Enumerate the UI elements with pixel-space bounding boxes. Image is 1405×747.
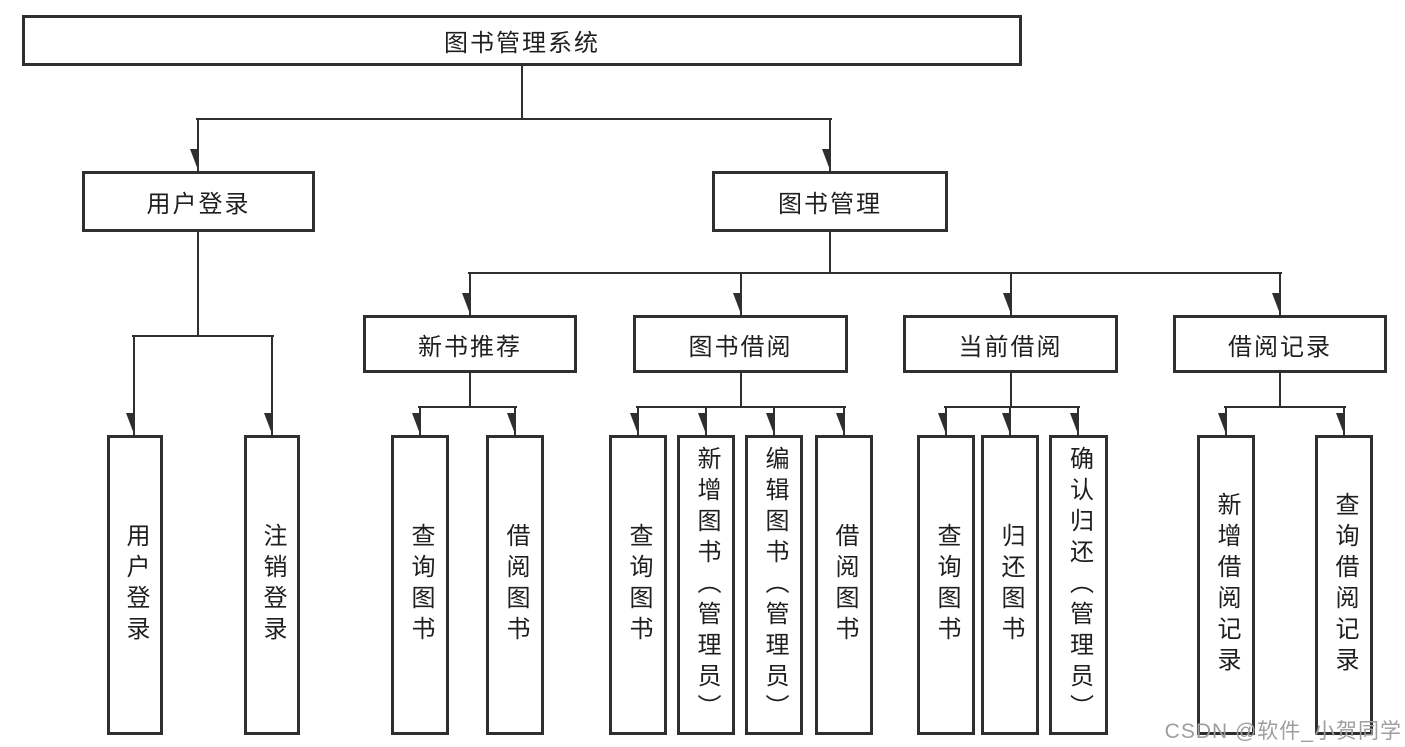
leaf-label: 确认归还（管理员）	[1065, 445, 1093, 725]
leaf-label: 查询借阅记录	[1331, 492, 1358, 678]
node-root: 图书管理系统	[22, 15, 1022, 66]
leaf-query-books-current: 查询图书	[917, 435, 975, 735]
leaf-edit-books-admin: 编辑图书（管理员）	[745, 435, 803, 735]
leaf-user-login-label: 用户登录	[122, 523, 149, 647]
leaf-label: 查询图书	[933, 523, 960, 647]
leaf-label: 查询图书	[625, 523, 652, 647]
leaf-label: 借阅图书	[831, 523, 858, 647]
node-new-book-recommend: 新书推荐	[363, 315, 577, 373]
leaf-user-login: 用户登录	[107, 435, 163, 735]
leaf-label: 编辑图书（管理员）	[761, 445, 788, 725]
leaf-borrow-books-borrowing: 借阅图书	[815, 435, 873, 735]
leaf-logout-label: 注销登录	[259, 523, 286, 647]
leaf-borrow-books-recommend: 借阅图书	[486, 435, 544, 735]
leaf-label: 借阅图书	[502, 523, 529, 647]
leaf-confirm-return-admin: 确认归还（管理员）	[1049, 435, 1108, 735]
node-book-borrowing: 图书借阅	[633, 315, 848, 373]
leaf-label: 新增图书（管理员）	[693, 445, 720, 725]
leaf-logout: 注销登录	[244, 435, 300, 735]
node-book-management: 图书管理	[712, 171, 948, 232]
leaf-query-borrow-record: 查询借阅记录	[1315, 435, 1373, 735]
leaf-add-borrow-record: 新增借阅记录	[1197, 435, 1255, 735]
node-current-borrowing: 当前借阅	[903, 315, 1118, 373]
node-borrowing-records: 借阅记录	[1173, 315, 1387, 373]
leaf-add-books-admin: 新增图书（管理员）	[677, 435, 735, 735]
leaf-query-books-recommend: 查询图书	[391, 435, 449, 735]
leaf-label: 查询图书	[407, 523, 434, 647]
leaf-label: 归还图书	[997, 523, 1024, 647]
watermark: CSDN @软件_小贺同学	[1164, 720, 1402, 743]
node-user-login-branch: 用户登录	[82, 171, 315, 232]
leaf-query-books-borrowing: 查询图书	[609, 435, 667, 735]
leaf-return-books: 归还图书	[981, 435, 1039, 735]
leaf-label: 新增借阅记录	[1213, 492, 1240, 678]
